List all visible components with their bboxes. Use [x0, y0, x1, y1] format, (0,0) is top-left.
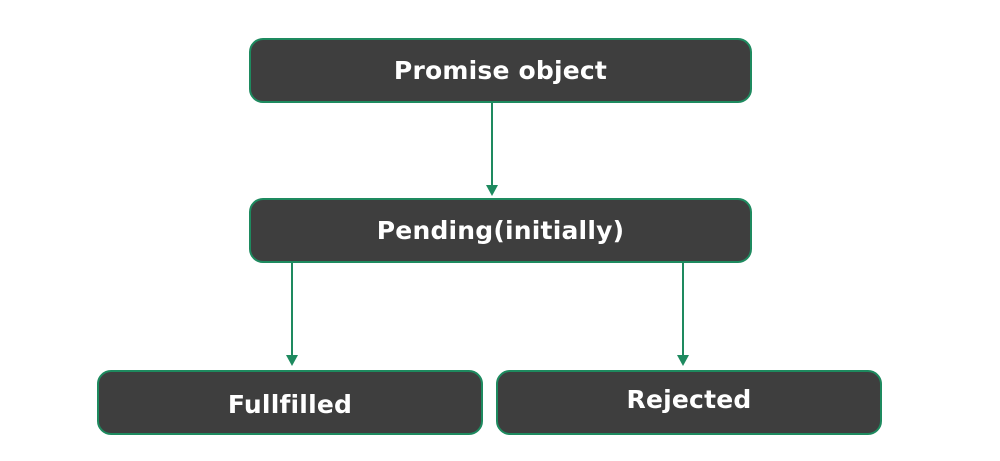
arrow-pending-to-fulfilled: [286, 263, 298, 366]
node-rejected-label: Rejected: [626, 385, 752, 414]
arrow-promise-to-pending: [486, 103, 498, 196]
node-promise-object-label: Promise object: [393, 56, 608, 85]
node-pending-label: Pending(initially): [376, 216, 625, 245]
arrow-pending-to-rejected: [677, 263, 689, 366]
node-fulfilled-label: Fullfilled: [227, 390, 353, 419]
node-pending: Pending(initially): [249, 198, 752, 263]
node-fulfilled: Fullfilled: [97, 370, 483, 435]
node-rejected: Rejected: [496, 370, 882, 435]
node-promise-object: Promise object: [249, 38, 752, 103]
